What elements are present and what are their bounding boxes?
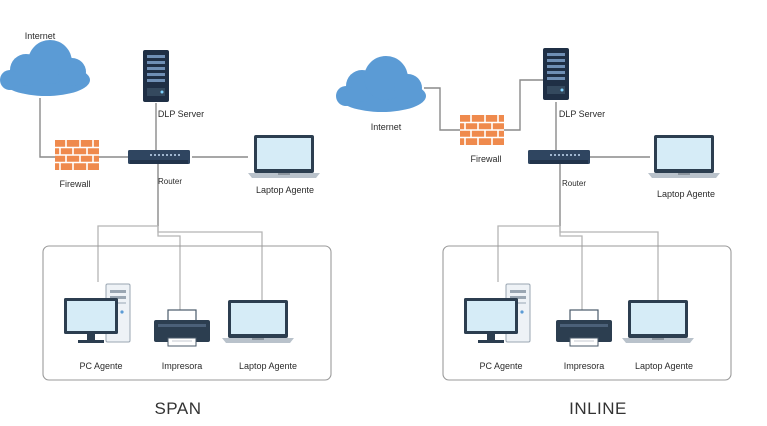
span-title: SPAN (154, 399, 201, 418)
cloud-icon (0, 40, 90, 96)
router-icon (128, 150, 190, 164)
firewall-icon (54, 139, 100, 171)
inline-wire-internet-firewall (424, 87, 460, 131)
inline-pc-label: PC Agente (479, 361, 522, 371)
span-pc-label: PC Agente (79, 361, 122, 371)
laptop-icon (248, 135, 320, 178)
span-laptop-remote-label: Laptop Agente (256, 185, 314, 195)
laptop-icon (648, 135, 720, 178)
span-internet-label: Internet (25, 31, 56, 41)
laptop-icon (222, 300, 294, 343)
inline-lan-box (442, 245, 732, 381)
span-printer-label: Impresora (162, 361, 203, 371)
inline-router-label: Router (562, 179, 586, 188)
span-lan-box (42, 245, 332, 381)
server-icon (143, 50, 169, 102)
desktop-pc-icon (463, 283, 531, 344)
inline-lan-laptop (559, 226, 659, 300)
router-icon (528, 150, 590, 164)
printer-icon (555, 309, 613, 347)
inline-server-label: DLP Server (559, 109, 605, 119)
span-firewall-label: Firewall (59, 179, 90, 189)
span-diagram: Internet DLP Server Firewall Router Lapt… (0, 31, 332, 418)
inline-printer-label: Impresora (564, 361, 605, 371)
inline-internet-label: Internet (371, 122, 402, 132)
firewall-icon (459, 114, 505, 146)
inline-wire-firewall-server (504, 79, 546, 131)
inline-laptop-lan-label: Laptop Agente (635, 361, 693, 371)
inline-title: INLINE (569, 399, 627, 418)
printer-icon (153, 309, 211, 347)
inline-diagram: Internet DLP Server Firewall Router Lapt… (336, 48, 732, 418)
desktop-pc-icon (63, 283, 131, 344)
span-laptop-lan-label: Laptop Agente (239, 361, 297, 371)
inline-laptop-remote-label: Laptop Agente (657, 189, 715, 199)
span-lan-printer (157, 226, 181, 310)
span-lan-laptop (157, 226, 263, 300)
cloud-icon (336, 56, 426, 112)
span-router-label: Router (158, 177, 182, 186)
server-icon (543, 48, 569, 100)
inline-firewall-label: Firewall (470, 154, 501, 164)
inline-lan-printer (559, 226, 583, 310)
span-lan-pc (97, 225, 158, 282)
inline-lan-pc (497, 225, 560, 282)
laptop-icon (622, 300, 694, 343)
span-server-label: DLP Server (158, 109, 204, 119)
